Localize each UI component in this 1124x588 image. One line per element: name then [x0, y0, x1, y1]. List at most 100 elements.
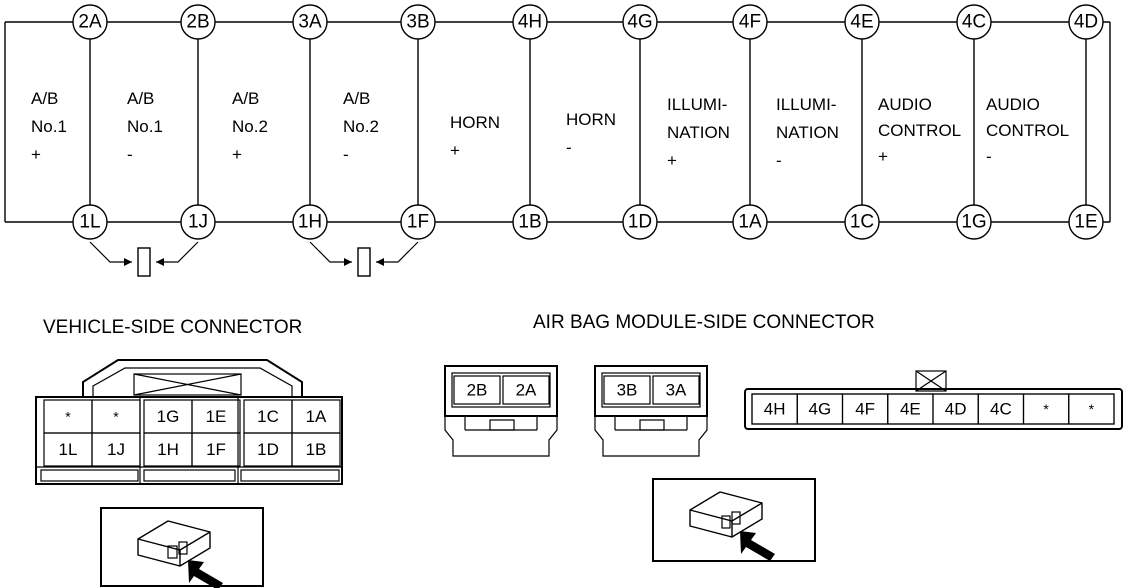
- circuit-label-line: ILLUMI-: [667, 95, 727, 114]
- circuit-label-line: No.1: [127, 117, 163, 136]
- pin-cell: [191, 432, 241, 467]
- pin-cell-label: 1J: [107, 440, 125, 459]
- circuit-label-line: -: [127, 145, 133, 164]
- top-pin: 3B: [400, 4, 436, 40]
- bottom-pin-label: 1H: [298, 212, 322, 233]
- bottom-pin: 1D: [622, 204, 658, 240]
- bottom-pin-label: 1B: [518, 212, 541, 233]
- bottom-pin-label: 1E: [1074, 212, 1097, 233]
- pin-cell-label: 4C: [990, 400, 1012, 419]
- circuit-label-line: AUDIO: [986, 95, 1040, 114]
- circuit-label-line: No.2: [343, 117, 379, 136]
- pin-cell: [91, 432, 141, 467]
- circuit-label-line: A/B: [127, 89, 154, 108]
- pin-cell-label: 1L: [59, 440, 78, 459]
- top-pin-label: 4H: [518, 12, 542, 33]
- pin-cell: [1068, 393, 1115, 425]
- circuit-label-line: NATION: [776, 123, 839, 142]
- pin-cell-label: *: [65, 409, 71, 425]
- bottom-pin: 1B: [512, 204, 548, 240]
- bottom-pin-label: 1F: [407, 212, 429, 233]
- top-pin: 4D: [1068, 4, 1104, 40]
- pin-cell-label: 4G: [809, 400, 832, 419]
- shorting-bar-icon: [309, 241, 419, 277]
- circuit-label-line: HORN: [566, 110, 616, 129]
- pin-cell-label: 2B: [467, 381, 488, 400]
- pin-cell-label: 1H: [157, 440, 179, 459]
- top-pin-label: 4E: [850, 12, 873, 33]
- top-pin: 4G: [622, 4, 658, 40]
- top-pin-label: 3B: [406, 12, 429, 33]
- top-pin-label: 3A: [298, 12, 322, 33]
- top-pin: 4C: [956, 4, 992, 40]
- top-pin: 4F: [732, 4, 768, 40]
- pin-cell-label: *: [1089, 401, 1095, 417]
- bottom-pin-label: 1J: [188, 212, 208, 233]
- bottom-pin-row: 1L 1J 1H 1F 1B 1D 1A 1C 1G 1E: [72, 204, 1104, 240]
- pin-cell-label: 3A: [666, 381, 687, 400]
- pin-cell-label: *: [1043, 401, 1049, 417]
- pin-cell: [502, 375, 550, 405]
- top-pin: 4E: [844, 4, 880, 40]
- airbag-connector-b: 3B 3A: [594, 365, 708, 457]
- top-pin: 2B: [180, 4, 216, 40]
- top-pin-label: 4D: [1074, 12, 1098, 33]
- bottom-pin: 1A: [732, 204, 768, 240]
- circuit-label-line: +: [232, 145, 242, 164]
- circuit-label-line: ILLUMI-: [776, 95, 836, 114]
- pin-cell-label: 1D: [257, 440, 279, 459]
- pin-cell: [291, 432, 341, 467]
- pin-cell: [603, 375, 651, 405]
- pin-cell-label: 1E: [206, 407, 227, 426]
- circuit-label-line: A/B: [343, 89, 370, 108]
- bottom-pin-label: 1G: [961, 212, 986, 233]
- top-pin-label: 2B: [186, 12, 209, 33]
- circuit-label-line: No.1: [31, 117, 67, 136]
- circuit-label-line: +: [450, 141, 460, 160]
- circuit-label-line: +: [667, 151, 677, 170]
- pin-cell-label: 1B: [306, 440, 327, 459]
- airbag-connector-title: AIR BAG MODULE-SIDE CONNECTOR: [533, 312, 875, 333]
- bottom-pin: 1L: [72, 204, 108, 240]
- circuit-label-line: -: [986, 147, 992, 166]
- circuit-label-line: -: [566, 138, 572, 157]
- top-pin-label: 4C: [962, 12, 986, 33]
- circuit-label-line: A/B: [232, 89, 259, 108]
- circuit-label-line: +: [31, 145, 41, 164]
- circuit-label-line: -: [343, 145, 349, 164]
- circuit-labels: A/BNo.1+A/BNo.1-A/BNo.2+A/BNo.2-HORN+HOR…: [31, 89, 1069, 170]
- pin-cell-label: 4F: [855, 400, 875, 419]
- pin-cell: [453, 375, 501, 405]
- pin-cell-label: 4H: [764, 400, 786, 419]
- top-pin: 3A: [292, 4, 328, 40]
- pin-cell-label: 3B: [617, 381, 638, 400]
- circuit-schematic: A/BNo.1+A/BNo.1-A/BNo.2+A/BNo.2-HORN+HOR…: [4, 4, 1111, 277]
- pin-cell-label: *: [113, 409, 119, 425]
- bottom-pin-label: 1D: [628, 212, 652, 233]
- pin-cell-label: 1C: [257, 407, 279, 426]
- pin-cell-label: 1G: [157, 407, 180, 426]
- top-pin-label: 2A: [78, 12, 102, 33]
- circuit-label-line: +: [878, 147, 888, 166]
- circuit-label-line: A/B: [31, 89, 58, 108]
- top-pin-label: 4G: [627, 12, 652, 33]
- circuit-label-line: CONTROL: [878, 121, 961, 140]
- bottom-pin: 1H: [292, 204, 328, 240]
- pin-cell-label: 4E: [900, 400, 921, 419]
- shorting-bar-icon: [89, 241, 199, 277]
- bottom-pin-label: 1L: [79, 212, 100, 233]
- pin-cell: [652, 375, 700, 405]
- pin-links: [89, 22, 1087, 222]
- connector-arrow-icon: [100, 507, 264, 588]
- bottom-pin: 1C: [844, 204, 880, 240]
- circuit-label-line: -: [776, 151, 782, 170]
- top-pin: 2A: [72, 4, 108, 40]
- top-pin-row: 2A 2B 3A 3B 4H 4G 4F 4E 4C 4D: [72, 4, 1104, 40]
- circuit-label-line: HORN: [450, 113, 500, 132]
- bottom-pin-label: 1A: [738, 212, 762, 233]
- bottom-pin: 1G: [956, 204, 992, 240]
